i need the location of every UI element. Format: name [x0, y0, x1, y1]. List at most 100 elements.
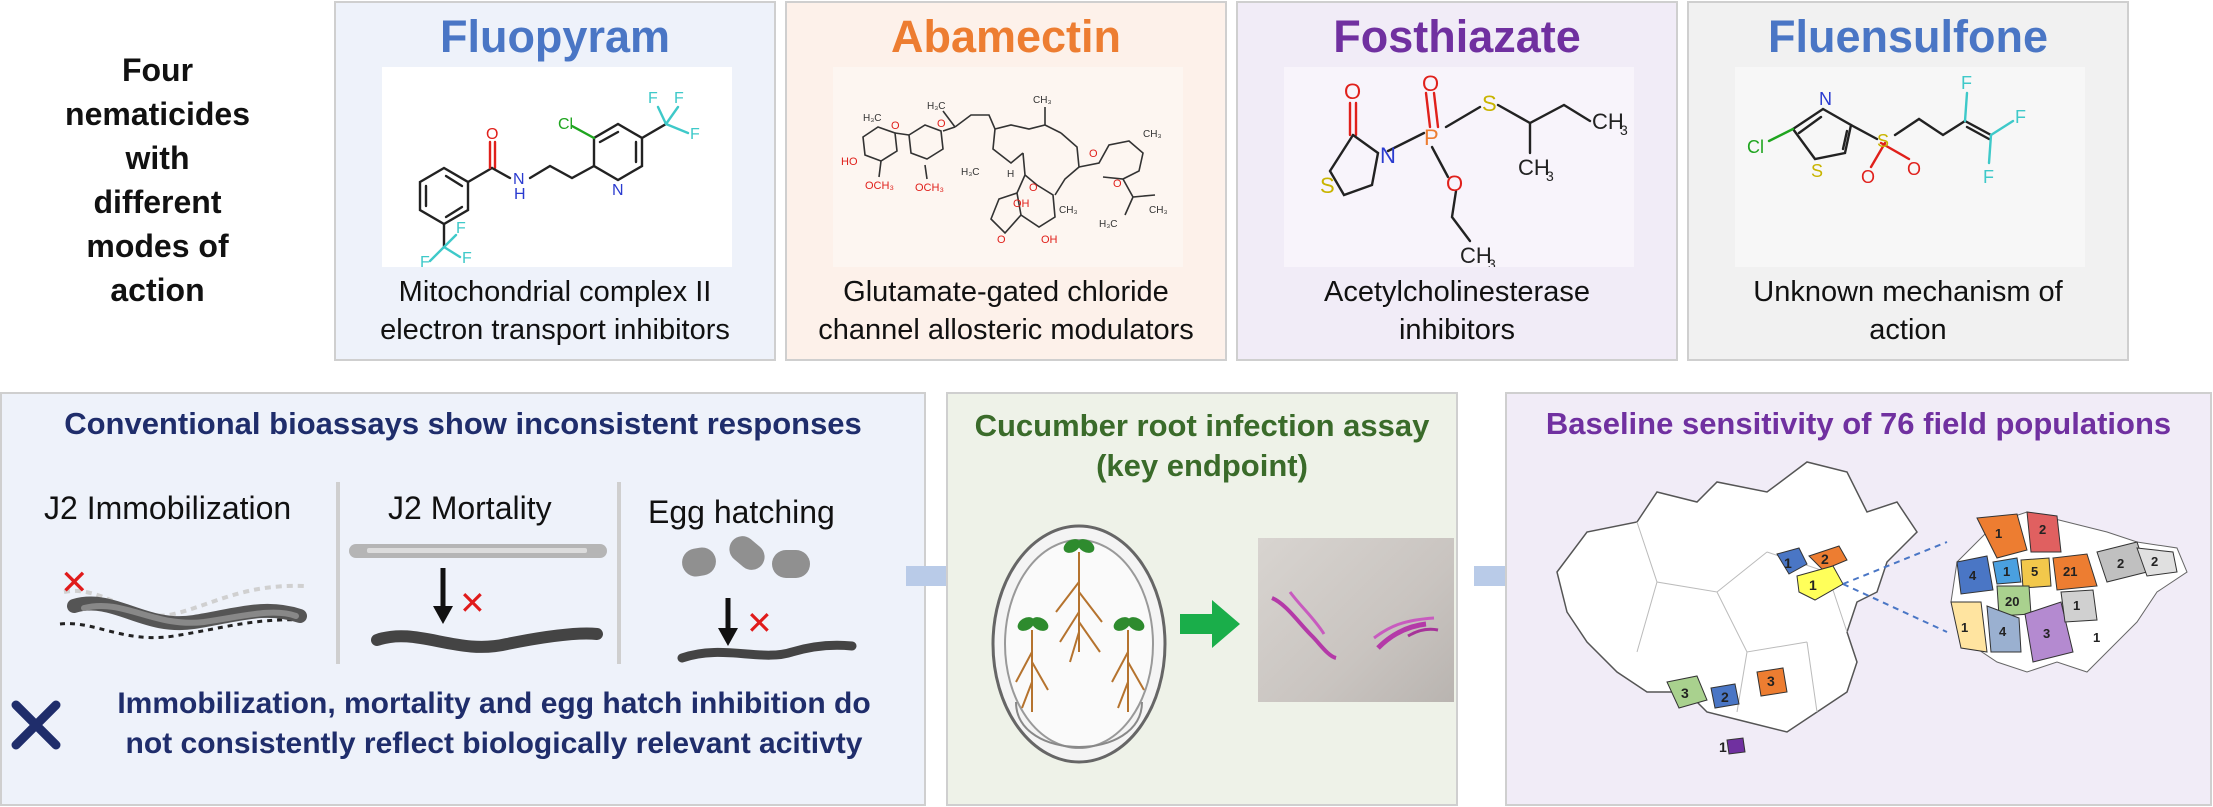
inset-count: 1	[2073, 598, 2080, 613]
mode-line: electron transport inhibitors	[380, 314, 730, 346]
card-fluopyram: Fluopyram	[334, 1, 776, 361]
fluensulfone-structure-svg: N S Cl S O O F F F	[1747, 73, 2026, 187]
mode-line: action	[1869, 314, 1947, 346]
province-highlight	[1756, 667, 1788, 697]
red-cross-mark: ✕	[746, 604, 773, 642]
cucumber-title-line: Cucumber root infection assay	[974, 408, 1430, 443]
atom-n: N	[1380, 143, 1396, 168]
mode-line: Acetylcholinesterase	[1324, 276, 1590, 308]
map-count: 2	[1821, 551, 1829, 567]
hatched-nematode	[677, 640, 857, 663]
atom-och3: OCH₃	[865, 180, 894, 192]
atom-f: F	[674, 90, 684, 107]
nematicide-name: Fluensulfone	[1768, 11, 2048, 62]
cucumber-title: Cucumber root infection assay (key endpo…	[948, 406, 1456, 486]
atom-o: O	[486, 126, 498, 143]
inset-count: 4	[1969, 568, 1977, 583]
atom-o: O	[1029, 182, 1038, 194]
province-highlight	[1776, 547, 1808, 575]
atom-cl: Cl	[558, 116, 573, 133]
card-fosthiazate: Fosthiazate O N S P O S O	[1236, 1, 1678, 361]
abamectin-structure-svg: HO O O OCH₃ OCH₃ O OH O OH O O H₃C H₃C C…	[841, 95, 1168, 246]
atom-o: O	[997, 234, 1006, 246]
assay-label-egg-hatching: Egg hatching	[648, 494, 835, 530]
conclusion-line: Immobilization, mortality and egg hatch …	[117, 687, 871, 720]
egg-hatching-illustration: ✕	[677, 536, 857, 663]
atom-sub: 3	[1620, 122, 1628, 138]
zoom-lines	[1842, 541, 1948, 633]
atom-f: F	[420, 254, 430, 267]
panel-baseline-sensitivity: Baseline sensitivity of 76 field populat…	[1505, 392, 2212, 806]
atom-oh: OH	[1013, 198, 1030, 210]
fluopyram-structure: O N H Cl N F F F F F F	[382, 67, 732, 271]
atom-ch3: CH₃	[1033, 95, 1052, 106]
atom-n: N	[1819, 89, 1832, 109]
atom-h3c: H₃C	[961, 167, 980, 178]
cucumber-title-line: (key endpoint)	[1096, 448, 1308, 483]
inset-count: 21	[2063, 564, 2077, 579]
atom-f: F	[648, 90, 658, 107]
egg	[682, 547, 716, 577]
intro-line: action	[110, 272, 205, 308]
panel-cucumber-assay: Cucumber root infection assay (key endpo…	[946, 392, 1458, 806]
mode-line: Mitochondrial complex II	[398, 276, 712, 308]
atom-h3c: H₃C	[1099, 219, 1118, 230]
baseline-title: Baseline sensitivity of 76 field populat…	[1545, 406, 2172, 441]
panel-bioassays: Conventional bioassays show inconsistent…	[0, 392, 926, 806]
green-arrow	[1180, 600, 1240, 648]
intro-text: Four nematicides with different modes of…	[20, 48, 295, 312]
atom-o: O	[937, 118, 946, 130]
atom-cl: Cl	[1747, 137, 1764, 157]
x-icon	[11, 700, 61, 750]
inset-count: 1	[1961, 620, 1968, 635]
inset-count: 1	[2093, 630, 2100, 645]
stained-nematodes	[1271, 591, 1439, 660]
inset-count: 5	[2031, 564, 2038, 579]
divider	[336, 482, 340, 664]
atom-o: O	[1907, 159, 1921, 179]
mode-line: inhibitors	[1398, 314, 1516, 346]
atom-p: P	[1424, 125, 1439, 150]
map-count: 1	[1719, 739, 1727, 755]
atom-n: N	[513, 171, 525, 188]
intro-line: nematicides	[65, 96, 250, 132]
atom-s: S	[1877, 131, 1889, 151]
egg	[729, 536, 765, 570]
atom-ch: CH	[1592, 109, 1624, 134]
intro-line: different	[93, 184, 222, 220]
atom-f: F	[690, 126, 700, 143]
fluopyram-structure-svg: O N H Cl N F F F F F F	[418, 90, 700, 271]
atom-o: O	[1344, 79, 1361, 104]
intro-line: Four	[121, 52, 194, 88]
assay-label-immobilization: J2 Immobilization	[44, 490, 292, 526]
divider	[617, 482, 621, 664]
atom-h3c: H₃C	[927, 101, 946, 112]
atom-ch3: CH₃	[1143, 129, 1162, 140]
conclusion-line: not consistently reflect biologically re…	[125, 727, 863, 760]
map-count: 1	[1784, 555, 1792, 571]
stained-root-photo	[1258, 538, 1454, 702]
nematode-shape	[81, 602, 299, 626]
atom-s: S	[1320, 173, 1335, 198]
intro-line: modes of	[86, 228, 229, 264]
atom-f: F	[1983, 167, 1994, 187]
bioassay-title: Conventional bioassays show inconsistent…	[64, 406, 862, 441]
moving-nematode	[371, 627, 603, 653]
inset-count: 1	[2003, 564, 2010, 579]
nematicide-name: Fosthiazate	[1333, 11, 1581, 62]
map-count: 1	[1809, 577, 1817, 593]
mode-line: Glutamate-gated chloride	[843, 276, 1169, 308]
atom-oh: OH	[1041, 234, 1058, 246]
inset-count: 4	[1999, 624, 2007, 639]
atom-och3: OCH₃	[915, 182, 944, 194]
straight-dead-nematode	[367, 548, 587, 553]
card-abamectin: Abamectin HO O O OCH₃ O	[785, 1, 1227, 361]
atom-s: S	[1811, 161, 1823, 181]
atom-sub: 3	[1546, 168, 1554, 184]
province-highlight	[1796, 565, 1844, 601]
inset-count: 2	[2039, 522, 2046, 537]
atom-o: O	[1089, 148, 1098, 160]
atom-f: F	[2015, 107, 2026, 127]
province-highlight	[1710, 683, 1740, 709]
atom-f: F	[456, 220, 466, 237]
